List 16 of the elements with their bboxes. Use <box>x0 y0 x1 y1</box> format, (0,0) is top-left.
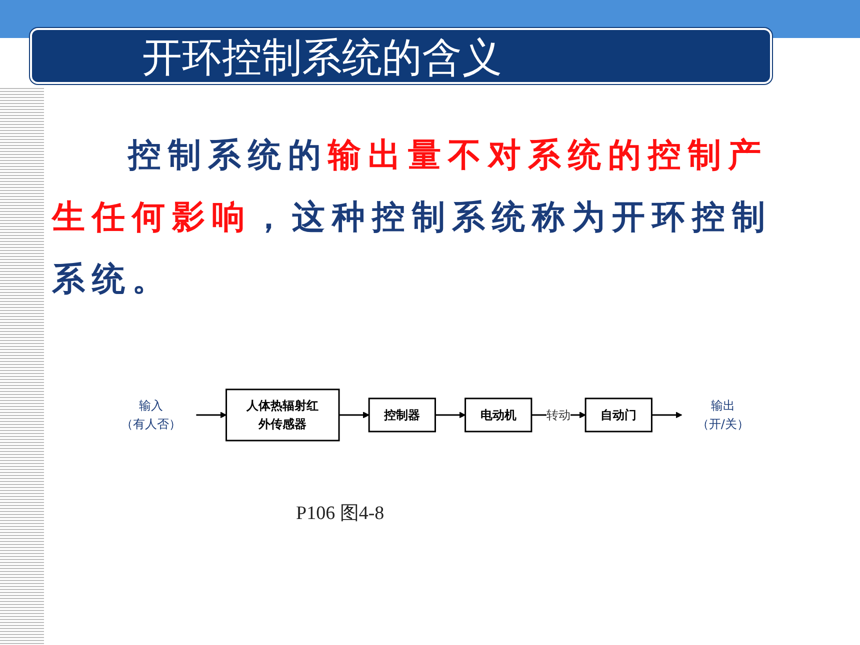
node-box: 电动机 <box>464 398 532 432</box>
definition-paragraph: 控制系统的 输出量不对系统的控制产生任何影响，这种控制系统称为开环控制系统。 <box>52 134 773 300</box>
arrow <box>652 412 682 418</box>
edge-label: 转动 <box>546 407 571 422</box>
node-box: 人体热辐射红外传感器 <box>226 388 340 442</box>
node-text: 输出 <box>710 398 735 413</box>
node-box: 自动门 <box>584 398 652 432</box>
node-text: 输入 <box>139 398 164 413</box>
title-banner: 开环控制系统的含义 <box>30 28 772 84</box>
arrow <box>196 412 227 418</box>
arrow <box>435 412 466 418</box>
node-label: （开/关） <box>696 416 749 431</box>
node-box: 控制器 <box>368 398 436 432</box>
figure-caption: P106 图4-8 <box>296 502 384 526</box>
node-label: （有人否） <box>121 416 182 431</box>
arrow <box>339 412 370 418</box>
